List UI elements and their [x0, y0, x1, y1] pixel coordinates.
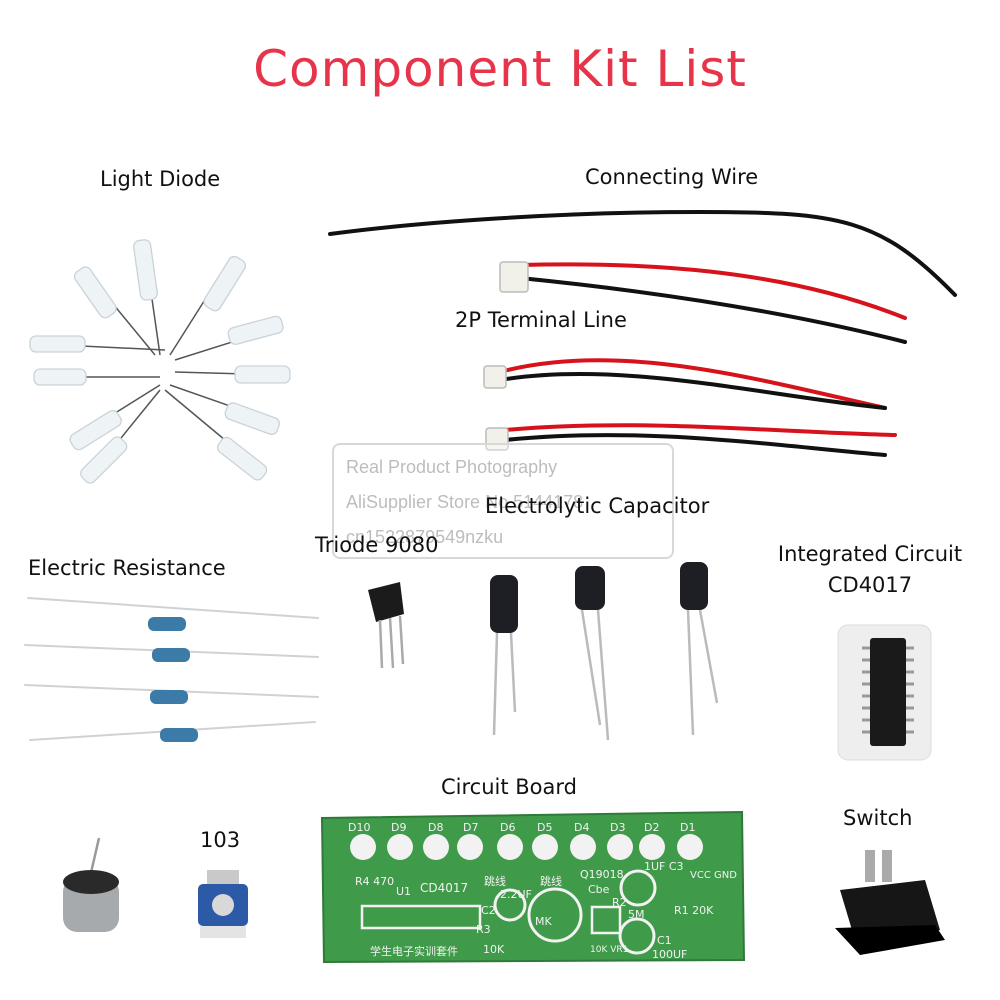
resistor-photo [24, 597, 319, 742]
label-connecting-wire: Connecting Wire [585, 165, 759, 189]
board-c2-label: 2.2UF [500, 888, 532, 901]
label-switch: Switch [843, 806, 913, 830]
board-r3-label: R3 [476, 923, 491, 936]
watermark-line-1: Real Product Photography [346, 457, 558, 477]
board-r4-label: R4 470 [355, 875, 394, 888]
board-r1-label: R1 20K [674, 904, 714, 917]
board-u1-label: U1 [396, 885, 411, 898]
label-integrated-circuit: Integrated Circuit [777, 542, 963, 566]
board-led-label: D5 [537, 821, 552, 834]
microphone-photo [63, 837, 119, 932]
board-vcc-label: VCC GND [690, 870, 737, 881]
label-integrated-circuit-model: CD4017 [827, 573, 913, 597]
board-cbe-label: Cbe [588, 883, 610, 896]
label-circuit-board: Circuit Board [441, 775, 577, 799]
label-triode: Triode 9080 [315, 533, 439, 557]
board-c1-value: 100UF [652, 948, 687, 961]
label-potentiometer: 103 [200, 828, 241, 852]
board-r2-label: R2 [612, 896, 627, 909]
board-jumper-label: 跳线 [484, 874, 506, 888]
board-led-label: D8 [428, 821, 443, 834]
triode-photo [368, 582, 405, 669]
label-electrolytic-capacitor: Electrolytic Capacitor [485, 494, 710, 518]
switch-photo [835, 850, 945, 955]
board-led-label: D9 [391, 821, 406, 834]
connecting-wire-photo [328, 209, 957, 344]
board-mk-label: MK [535, 915, 552, 928]
page-title: Component Kit List [253, 40, 747, 98]
integrated-circuit-photo [837, 624, 932, 761]
board-led-label: D2 [644, 821, 659, 834]
label-terminal-line: 2P Terminal Line [455, 308, 627, 332]
potentiometer-photo [198, 870, 248, 938]
board-r3-value: 10K [483, 943, 505, 956]
board-led-label: D3 [610, 821, 625, 834]
board-led-label: D6 [500, 821, 515, 834]
board-chip-label: CD4017 [420, 881, 468, 895]
capacitor-photo [490, 562, 719, 741]
board-q1-label: Q19018 [580, 868, 624, 881]
board-c3-label: 1UF C3 [644, 860, 684, 873]
board-led-label: D7 [463, 821, 478, 834]
board-led-label: D1 [680, 821, 695, 834]
board-jumper-label: 跳线 [540, 874, 562, 888]
watermark-line-3: cn1522879549nzku [346, 527, 504, 547]
board-led-label: D10 [348, 821, 370, 834]
board-c1-label: C1 [657, 934, 672, 947]
light-diode-photo [29, 239, 291, 484]
board-c2-name: C2 [481, 904, 496, 917]
label-light-diode: Light Diode [100, 167, 221, 191]
terminal-line-photo [483, 358, 897, 457]
board-led-label: D4 [574, 821, 589, 834]
board-footer: 学生电子实训套件 [370, 944, 458, 958]
board-vr1-label: 10K VR1 [590, 945, 628, 955]
board-r5-label: 5M [628, 908, 645, 921]
label-electric-resistance: Electric Resistance [28, 556, 226, 580]
watermark: Real Product Photography AliSupplier Sto… [332, 443, 674, 559]
watermark-line-2: AliSupplier Store No.5144178 [346, 492, 584, 512]
